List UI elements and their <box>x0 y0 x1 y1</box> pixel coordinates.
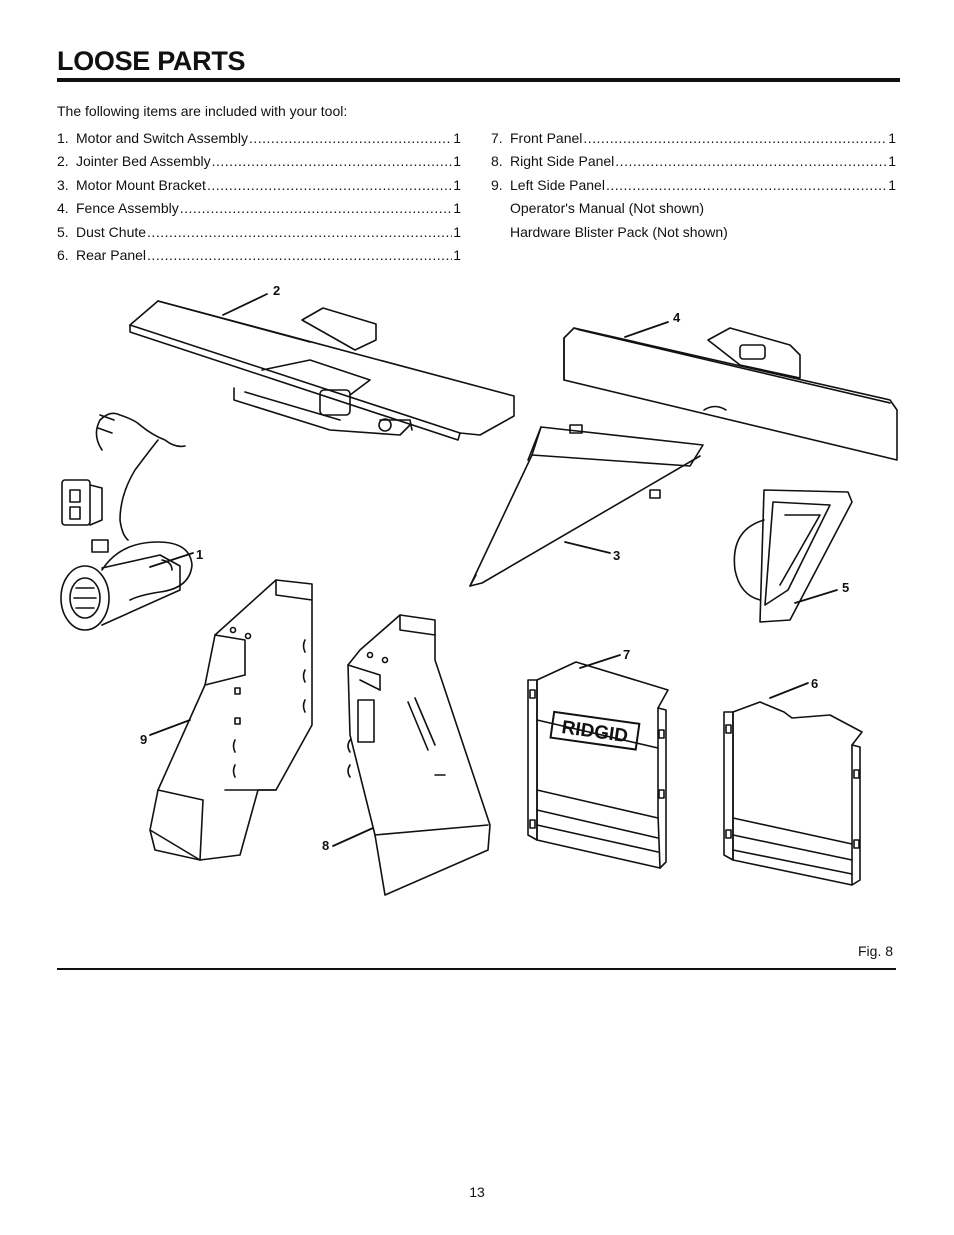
part-number: 9. <box>491 176 503 193</box>
part-quantity: 1 <box>453 200 461 217</box>
callout-2: 2 <box>273 283 280 298</box>
part-number: 8. <box>491 153 503 170</box>
part-name: Fence Assembly <box>76 200 179 217</box>
motor-mount-bracket-drawing <box>469 424 704 587</box>
part-number: 2. <box>57 153 69 170</box>
callout-leaders <box>149 293 838 847</box>
part-number: 6. <box>57 246 69 263</box>
part-name: Dust Chute <box>76 223 147 240</box>
part-name: Jointer Bed Assembly <box>76 153 211 170</box>
fence-assembly-drawing <box>563 327 898 461</box>
parts-list-right: 7. Front Panel 1 8. Right Side Panel 1 9. Lef… <box>491 130 896 247</box>
callout-6: 6 <box>811 676 818 691</box>
part-number: 1. <box>57 130 69 146</box>
part-quantity: 1 <box>453 176 461 193</box>
part-item: 3. Motor Mount Bracket 1 <box>57 177 461 200</box>
part-name: Right Side Panel <box>510 153 615 170</box>
left-side-panel-drawing <box>149 579 313 861</box>
leader-line <box>624 321 669 338</box>
right-side-panel-drawing <box>347 614 491 896</box>
part-quantity: 1 <box>453 223 461 240</box>
part-item: 7. Front Panel 1 <box>491 130 896 153</box>
part-item: 1. Motor and Switch Assembly 1 <box>57 130 461 153</box>
motor-switch-drawing <box>60 412 193 631</box>
callout-9: 9 <box>140 732 147 747</box>
part-quantity: 1 <box>453 153 461 170</box>
loose-parts-figure: RIDGID 1 2 3 4 5 6 7 8 9 <box>40 270 910 950</box>
page-number: 13 <box>469 1184 485 1200</box>
jointer-bed-drawing <box>129 300 515 441</box>
parts-list-left: 1. Motor and Switch Assembly 1 2. Jointer B… <box>57 130 461 270</box>
leader-line <box>332 827 374 847</box>
part-item: 8. Right Side Panel 1 <box>491 153 896 176</box>
front-panel-drawing <box>527 661 669 869</box>
part-name: Motor and Switch Assembly <box>76 130 248 146</box>
leader-line <box>579 654 621 669</box>
part-quantity: 1 <box>888 153 896 170</box>
figure-label: Fig. 8 <box>858 943 894 959</box>
leader-dots <box>212 153 453 169</box>
leader-line <box>222 293 268 316</box>
leader-line <box>149 552 194 568</box>
leader-line <box>794 589 838 604</box>
part-item: 6. Rear Panel 1 <box>57 247 461 270</box>
part-name: Left Side Panel <box>510 176 605 193</box>
part-item: 2. Jointer Bed Assembly 1 <box>57 153 461 176</box>
part-name: Front Panel <box>510 130 583 146</box>
part-quantity: 1 <box>888 176 896 193</box>
part-number: 4. <box>57 200 69 217</box>
title-rule <box>57 78 900 82</box>
part-name: Motor Mount Bracket <box>76 176 206 193</box>
part-quantity: 1 <box>453 246 461 263</box>
leader-dots <box>615 153 887 169</box>
callout-1: 1 <box>196 547 203 562</box>
part-number: 3. <box>57 176 69 193</box>
callout-8: 8 <box>322 838 329 853</box>
part-name: Rear Panel <box>76 246 147 263</box>
part-quantity: 1 <box>453 130 461 146</box>
callout-4: 4 <box>673 310 681 325</box>
bottom-rule <box>57 968 896 970</box>
note-item: Hardware Blister Pack (Not shown) <box>510 223 728 240</box>
parts-illustration: RIDGID 1 2 3 4 5 6 7 8 9 <box>60 283 898 896</box>
callout-5: 5 <box>842 580 849 595</box>
leader-dots <box>583 130 887 146</box>
leader-dots <box>606 177 887 193</box>
note-item: Operator's Manual (Not shown) <box>510 200 705 217</box>
intro-text: The following items are included with yo… <box>57 103 348 119</box>
page-title: LOOSE PARTS <box>57 46 246 76</box>
leader-dots <box>147 224 452 240</box>
leader-line <box>149 719 191 736</box>
part-number: 5. <box>57 223 69 240</box>
part-item: 5. Dust Chute 1 <box>57 224 461 247</box>
part-quantity: 1 <box>888 130 896 146</box>
leader-dots <box>147 247 452 263</box>
leader-line <box>564 541 611 554</box>
leader-dots <box>180 200 452 216</box>
part-number: 7. <box>491 130 503 146</box>
callout-3: 3 <box>613 548 620 563</box>
part-item: 9. Left Side Panel 1 <box>491 177 896 200</box>
dust-chute-drawing <box>733 489 853 623</box>
rear-panel-drawing <box>723 701 863 886</box>
leader-dots <box>249 130 452 146</box>
leader-line <box>769 682 809 699</box>
callout-7: 7 <box>623 647 630 662</box>
leader-dots <box>207 177 452 193</box>
part-item: 4. Fence Assembly 1 <box>57 200 461 223</box>
